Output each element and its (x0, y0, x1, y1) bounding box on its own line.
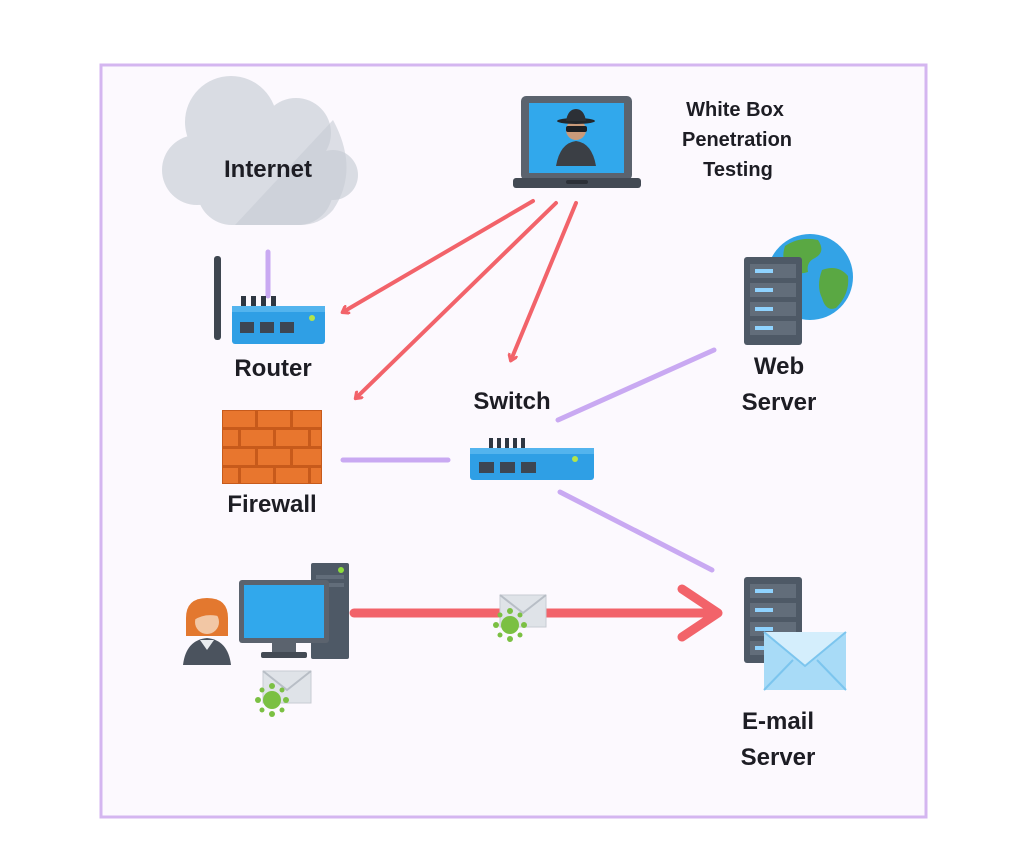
infected-email-icon (493, 594, 547, 642)
router-label: Router (234, 355, 311, 382)
connection-lines (265, 249, 717, 573)
internet-label: Internet (224, 156, 312, 183)
cloud-icon (162, 76, 358, 225)
attack-arrow-firewall (356, 201, 558, 398)
switch-icon (470, 438, 594, 480)
firewall-label: Firewall (227, 491, 316, 518)
user-avatar-icon (183, 598, 231, 665)
web-server-icon (744, 257, 802, 345)
infected-email-icon (255, 670, 312, 717)
title-line-3: Testing (703, 159, 773, 181)
envelope-icon (763, 631, 847, 691)
attack-arrows (343, 199, 578, 398)
title-line-2: Penetration (682, 129, 792, 151)
attack-arrow-router (343, 199, 535, 312)
web-server-label-line-1: Web (754, 353, 804, 380)
switch-emailserver-link (557, 489, 715, 573)
router-icon (214, 256, 325, 344)
laptop-hacker-icon (513, 96, 641, 188)
email-server-label-line-1: E-mail (742, 708, 814, 735)
switch-webserver-link (555, 347, 717, 423)
firewall-icon (222, 410, 322, 484)
desktop-computer-icon (239, 563, 349, 659)
title-line-1: White Box (686, 99, 784, 121)
email-server-label-line-2: Server (741, 744, 816, 771)
attack-arrow-switch (511, 201, 578, 360)
switch-label: Switch (473, 388, 550, 415)
web-server-label-line-2: Server (742, 389, 817, 416)
